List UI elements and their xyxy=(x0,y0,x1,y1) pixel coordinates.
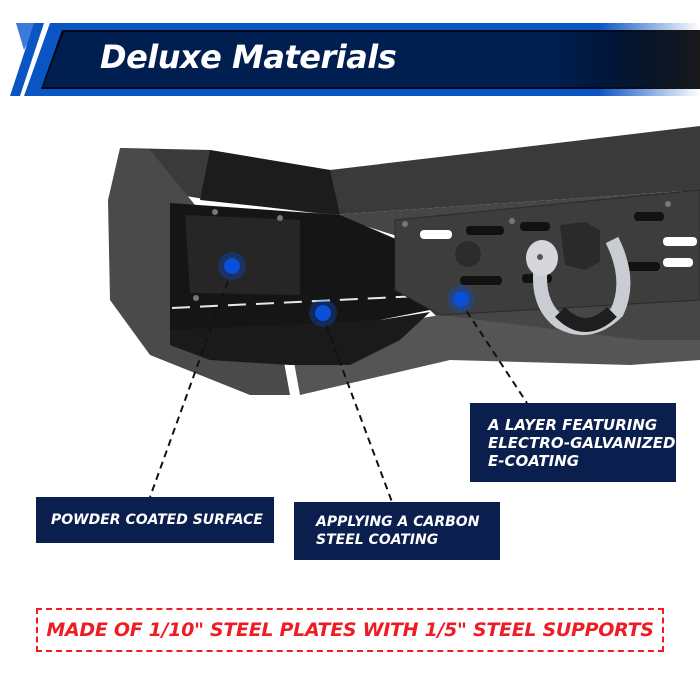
callout-line: STEEL COATING xyxy=(316,532,439,548)
callout-text: POWDER COATED SURFACE xyxy=(51,512,263,528)
callout-line: ELECTRO-GALVANIZED xyxy=(488,433,676,452)
callout-line: APPLYING A CARBON xyxy=(316,514,480,530)
page-title: Deluxe Materials xyxy=(100,38,397,76)
banner-stripes-graphic xyxy=(10,23,700,96)
callout-powder-coated-surface: POWDER COATED SURFACE xyxy=(36,497,274,543)
header-banner: Deluxe Materials xyxy=(0,0,700,100)
callout-e-coating: A LAYER FEATURING ELECTRO-GALVANIZED E-C… xyxy=(470,403,676,482)
steel-spec-note: MADE OF 1/10" STEEL PLATES WITH 1/5" STE… xyxy=(36,608,664,652)
callout-line: A LAYER FEATURING xyxy=(488,415,658,434)
bumper-product-image xyxy=(108,126,700,395)
callout-carbon-steel-coating: APPLYING A CARBON STEEL COATING xyxy=(294,502,500,560)
steel-spec-text: MADE OF 1/10" STEEL PLATES WITH 1/5" STE… xyxy=(46,619,654,641)
callout-line: E-COATING xyxy=(488,451,580,470)
d-ring-shackle-graphic xyxy=(526,222,631,335)
